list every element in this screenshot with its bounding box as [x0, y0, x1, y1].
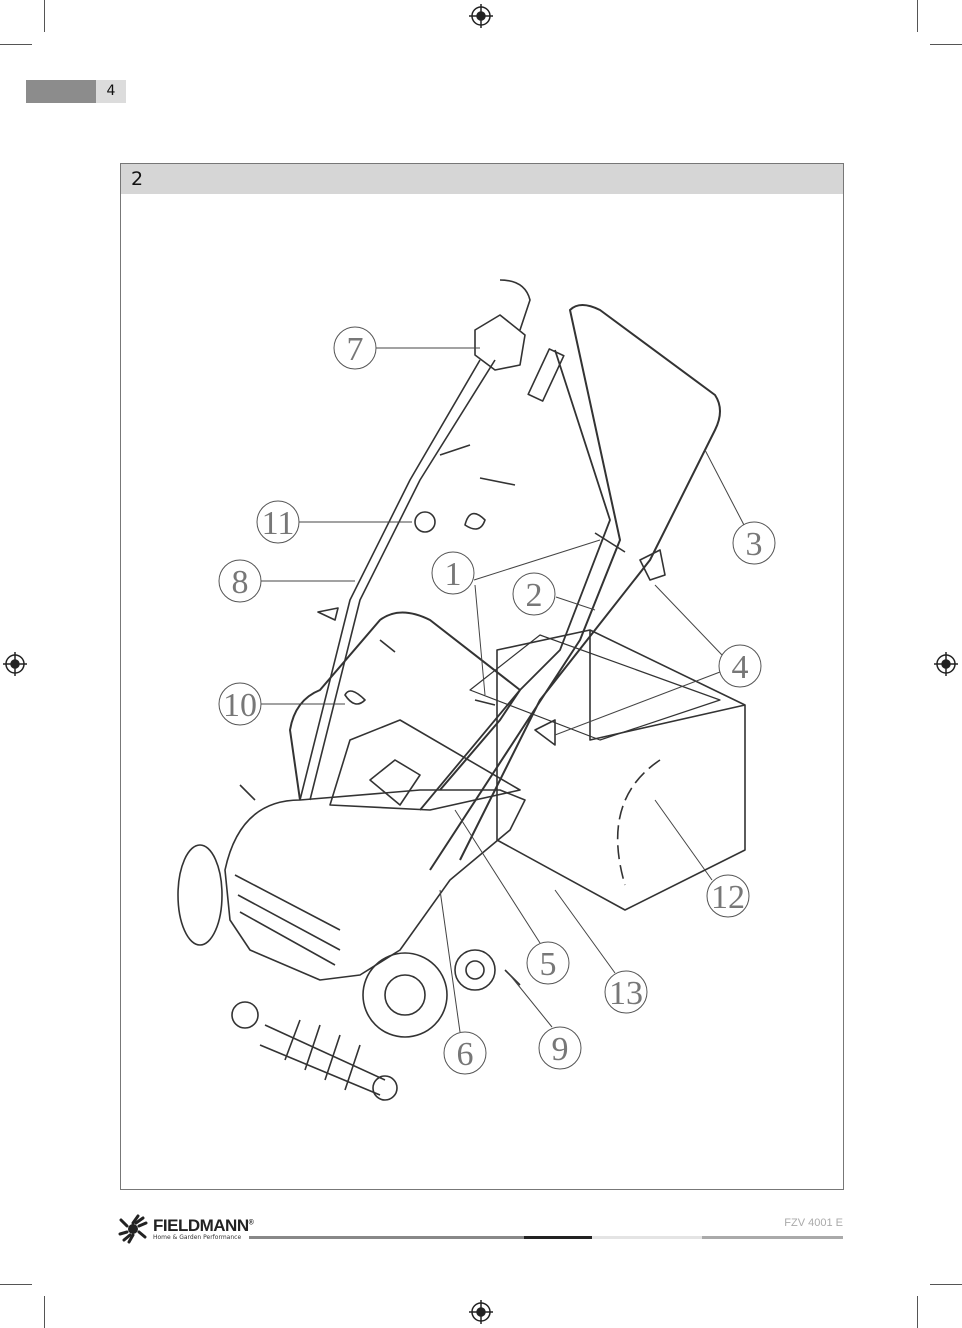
wheel-front	[362, 952, 448, 1038]
motor-housing	[224, 789, 526, 981]
page-tab-bar	[26, 80, 96, 103]
svg-text:9: 9	[552, 1031, 569, 1068]
figure-box: 2	[120, 163, 844, 1190]
registration-mark-icon	[3, 652, 27, 676]
footer-rule	[249, 1236, 843, 1239]
svg-text:7: 7	[347, 331, 364, 368]
crop-mark	[0, 44, 32, 45]
callout-3: 3	[732, 521, 776, 565]
callout-8: 8	[218, 559, 262, 603]
callout-13: 13	[604, 970, 648, 1014]
svg-text:10: 10	[223, 687, 257, 724]
callout-10: 10	[218, 682, 262, 726]
callout-12: 12	[706, 874, 750, 918]
switch-box	[474, 279, 531, 371]
brand-logo: FIELDMANN®	[153, 1216, 254, 1235]
wheel-left	[177, 844, 223, 946]
svg-text:2: 2	[526, 577, 543, 614]
callout-5: 5	[526, 941, 570, 985]
scarifier-roller	[259, 1024, 386, 1096]
crop-mark	[0, 1284, 32, 1285]
brand-tagline: Home & Garden Performance	[153, 1234, 242, 1241]
svg-text:8: 8	[232, 564, 249, 601]
svg-text:5: 5	[540, 946, 557, 983]
crop-mark	[44, 1296, 45, 1328]
callout-2: 2	[512, 572, 556, 616]
crop-mark	[44, 0, 45, 32]
callouts: 7 11 8 10 1 2 3 4 12 5 13 6 9	[218, 326, 776, 1075]
registration-mark-icon	[469, 4, 493, 28]
callout-11: 11	[256, 500, 300, 544]
crop-mark	[917, 1296, 918, 1328]
svg-text:12: 12	[711, 879, 745, 916]
svg-text:4: 4	[732, 649, 749, 686]
svg-text:1: 1	[445, 556, 462, 593]
svg-text:11: 11	[262, 505, 295, 542]
callout-4: 4	[718, 644, 762, 688]
fieldmann-logo-icon	[118, 1214, 148, 1244]
lower-handle	[289, 611, 521, 801]
crop-mark	[930, 1284, 962, 1285]
wheel-rear	[454, 949, 496, 991]
cable-rod	[299, 359, 496, 801]
registration-mark-icon	[934, 652, 958, 676]
svg-text:3: 3	[746, 526, 763, 563]
crop-mark	[917, 0, 918, 32]
registration-mark-icon	[469, 1300, 493, 1324]
page-number: 4	[96, 80, 126, 103]
svg-text:13: 13	[609, 975, 643, 1012]
upper-handle	[429, 304, 721, 871]
model-number: FZV 4001 E	[784, 1217, 843, 1229]
callout-6: 6	[443, 1031, 487, 1075]
figure-label: 2	[121, 164, 843, 194]
callout-7: 7	[333, 326, 377, 370]
crop-mark	[930, 44, 962, 45]
svg-text:6: 6	[457, 1036, 474, 1073]
callout-9: 9	[538, 1026, 582, 1070]
callout-1: 1	[431, 551, 475, 595]
